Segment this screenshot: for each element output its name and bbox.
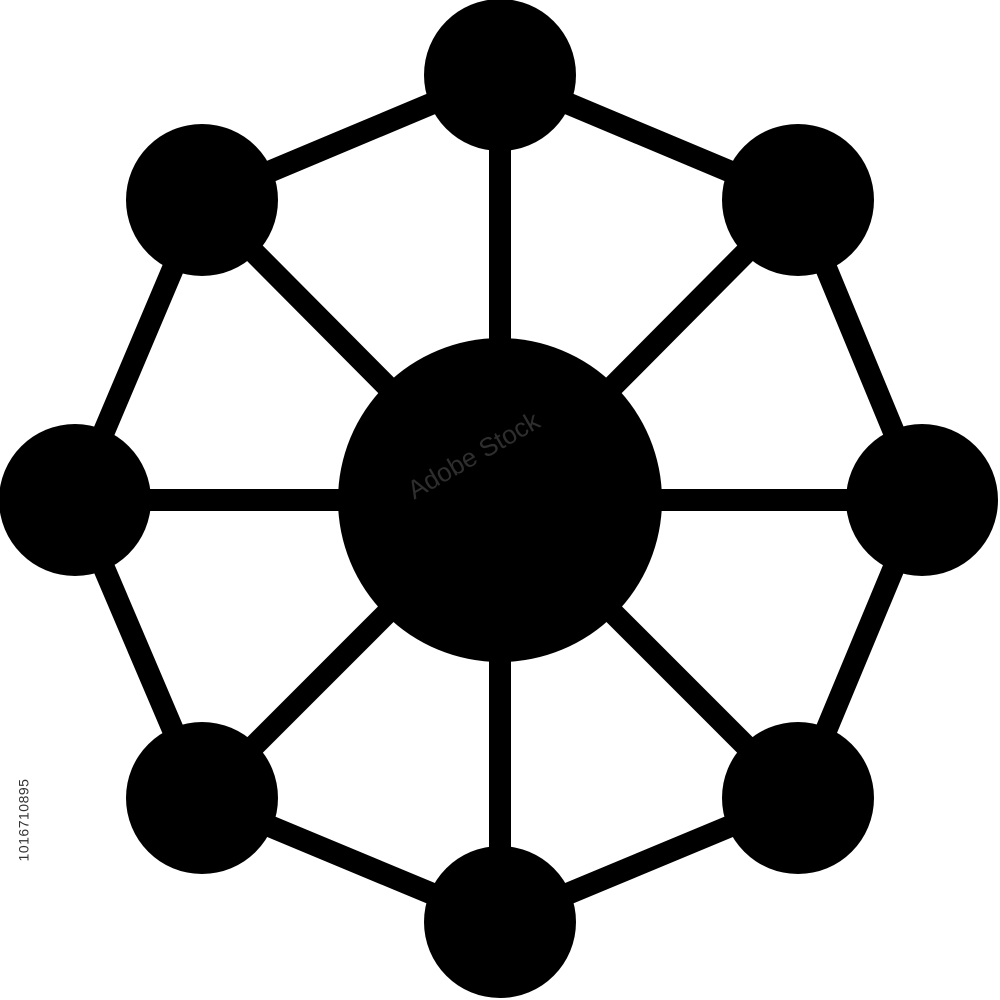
node-bottom [424,846,576,998]
hub-node [338,338,662,662]
node-right [846,424,998,576]
node-top [424,0,576,151]
node-bottom-right [722,722,874,874]
stock-id-text: 1016710895 [15,778,31,862]
node-top-left [126,124,278,276]
node-top-right [722,124,874,276]
stock-id-label: 1016710895 [10,760,36,880]
node-bottom-left [126,722,278,874]
node-left [0,424,151,576]
